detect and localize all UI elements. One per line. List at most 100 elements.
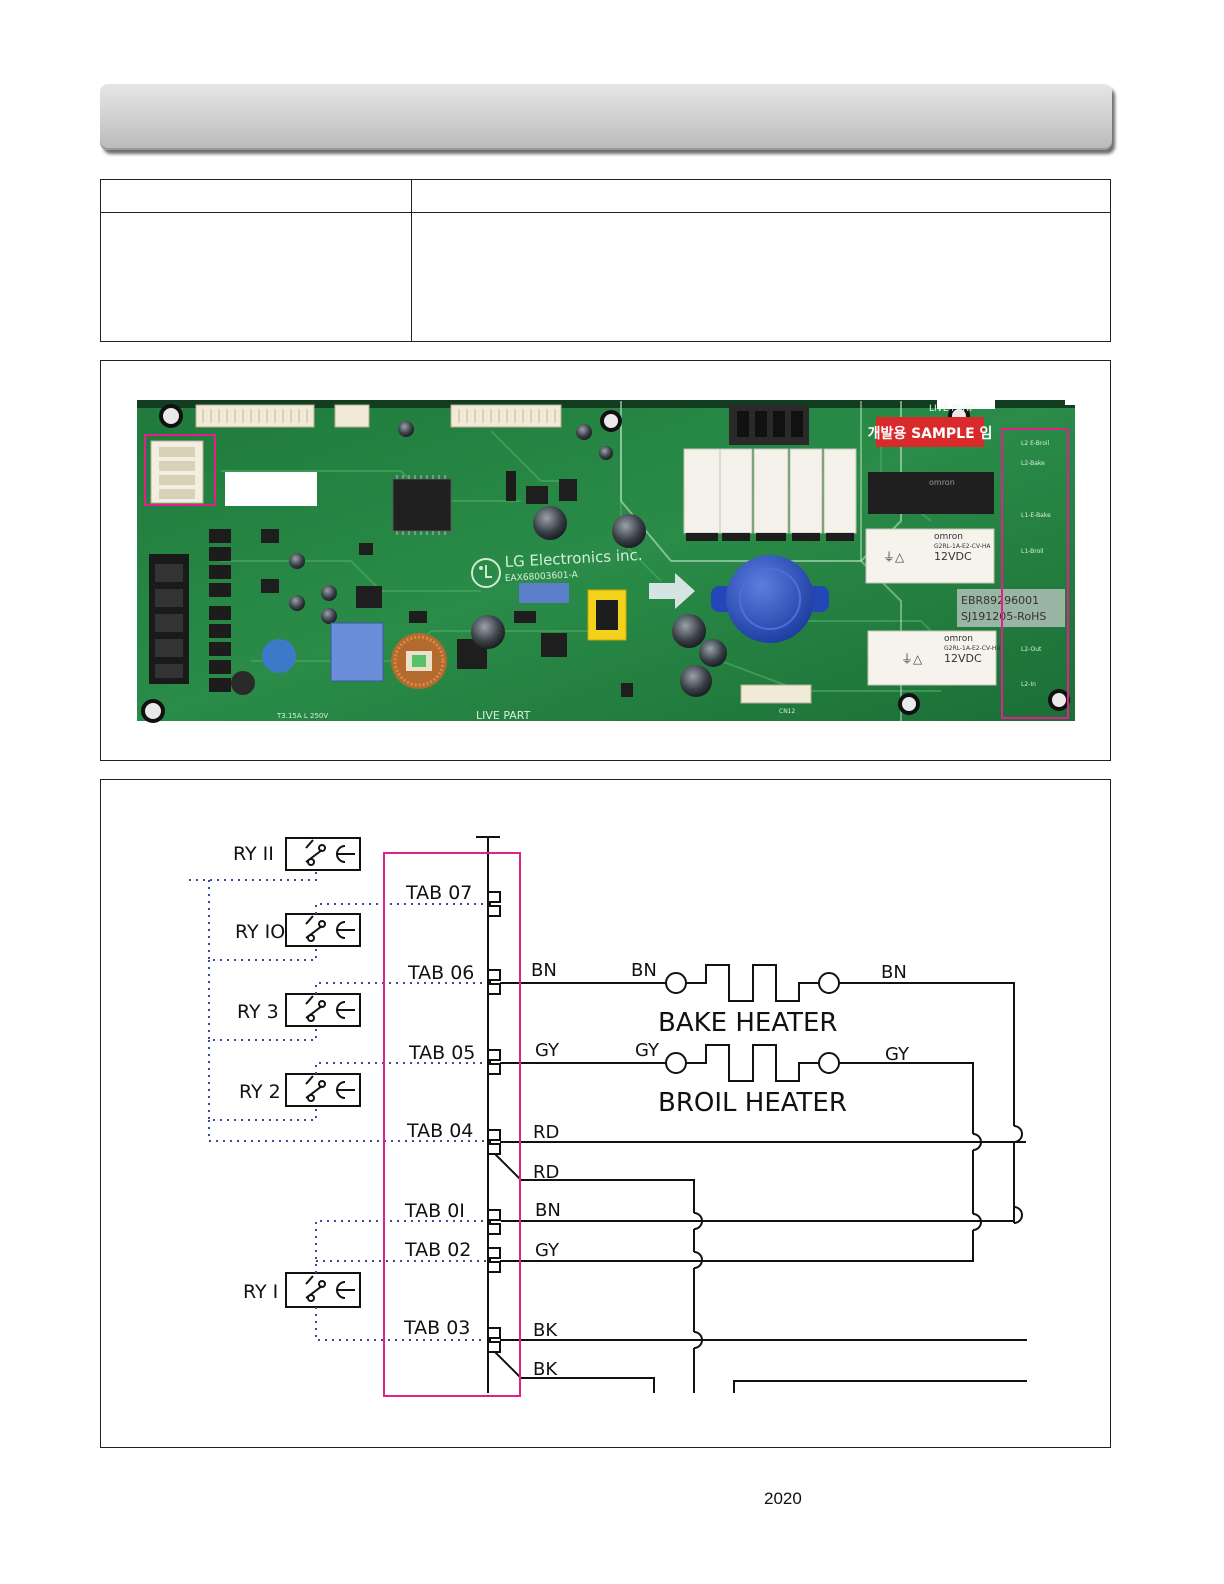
heater-terminal-icon (818, 972, 840, 994)
svg-text:G2RL-1A-E2-CV-HA: G2RL-1A-E2-CV-HA (934, 543, 991, 550)
mounting-hole-icon (600, 410, 622, 432)
table-cell-header-left (100, 179, 412, 213)
label-ry11: RY II (233, 843, 274, 865)
svg-text:L1-Broil: L1-Broil (1021, 548, 1044, 555)
label-broil-heater: BROIL HEATER (658, 1088, 847, 1118)
broil-heater-element (686, 1044, 819, 1082)
film-capacitor (519, 583, 569, 603)
svg-text:L2-Out: L2-Out (1021, 646, 1042, 653)
wire-label-gy: GY (535, 1040, 560, 1061)
capacitor-icon (672, 614, 706, 648)
svg-text:omron: omron (934, 532, 963, 542)
wire-label-bn: BN (881, 962, 907, 983)
wire-rd-jumper (494, 1153, 695, 1213)
svg-text:G2RL-1A-E2-CV-HA: G2RL-1A-E2-CV-HA (944, 645, 1001, 652)
bake-heater-element (686, 964, 819, 1002)
sample-sticker (876, 417, 984, 447)
label-ry3: RY 3 (237, 1001, 279, 1023)
connector-top-3 (450, 404, 562, 428)
svg-text:12VDC: 12VDC (944, 652, 982, 665)
section-header-bar (100, 84, 1112, 150)
heater-terminal-icon (665, 1052, 687, 1074)
connector-top-2 (334, 404, 370, 428)
relay-black-brand: omron (929, 478, 955, 487)
relay-ry11-symbol (285, 837, 361, 871)
heater-terminal-icon (818, 1052, 840, 1074)
relay-ry10-symbol (285, 913, 361, 947)
svg-text:⏚△: ⏚△ (901, 652, 923, 666)
wire-gy-tab02 (500, 1230, 974, 1262)
info-table (100, 179, 1111, 342)
mounting-hole-icon (1048, 689, 1070, 711)
table-cell-body-left (100, 212, 412, 342)
label-ry2: RY 2 (239, 1081, 281, 1103)
connector-bottom-label: CN12 (779, 708, 795, 715)
mounting-hole-icon (159, 404, 183, 428)
highlight-box-tab-terminals (1001, 428, 1069, 719)
wire-label-gy: GY (885, 1044, 910, 1065)
svg-text:L2 E-Broil: L2 E-Broil (1021, 440, 1050, 447)
label-tab03: TAB 03 (403, 1317, 470, 1339)
wire-label-bk: BK (533, 1320, 558, 1341)
label-tab05: TAB 05 (408, 1042, 475, 1064)
tab-connector-02 (488, 1247, 501, 1273)
wire-label-bn: BN (631, 960, 657, 981)
svg-text:⏚△: ⏚△ (883, 550, 905, 564)
x-capacitor (330, 622, 384, 682)
pcb-board-illustration: LG Electronics inc. EAX68003601-A (137, 397, 1077, 723)
label-tab06: TAB 06 (407, 962, 474, 984)
table-cell-body-right (411, 212, 1111, 342)
capacitor-icon (680, 665, 712, 697)
relay-black (868, 472, 994, 514)
wire-label-bn: BN (531, 960, 557, 981)
buzzer-icon (711, 555, 829, 643)
board-part-number: EAX68003601-A (505, 570, 579, 584)
label-ry1: RY I (243, 1281, 278, 1303)
microcontroller-chip (392, 478, 452, 532)
capacitor-icon (471, 615, 505, 649)
connector-top-1 (195, 404, 315, 428)
label-bake-heater: BAKE HEATER (658, 1008, 838, 1038)
svg-text:L2-Bake: L2-Bake (1021, 460, 1045, 467)
wire-label-gy: GY (535, 1240, 560, 1261)
wiring-diagram-frame: RY II RY IO RY 3 RY 2 RY I TAB 07 TAB 06… (100, 779, 1111, 1448)
lg-logo-icon (471, 558, 501, 588)
tab-connector-05 (488, 1049, 501, 1075)
label-tab01: TAB 0I (404, 1200, 465, 1222)
connector-bottom (740, 684, 812, 704)
arrow-icon (649, 573, 695, 609)
relay-ry3-symbol (285, 993, 361, 1027)
capacitor-icon (533, 506, 567, 540)
wire-label-rd: RD (533, 1122, 559, 1143)
svg-text:L2-In: L2-In (1021, 681, 1036, 688)
label-cover (225, 472, 317, 506)
varistor-icon (262, 639, 296, 673)
mounting-hole-icon (898, 693, 920, 715)
capacitor-icon (612, 514, 646, 548)
model-label (957, 589, 1065, 627)
svg-text:12VDC: 12VDC (934, 550, 972, 563)
tab-connector-01 (488, 1209, 501, 1235)
model-label-line1: EBR89296001 (961, 594, 1039, 607)
footer-year: 2020 (764, 1489, 802, 1508)
svg-text:L1-E-Bake: L1-E-Bake (1021, 512, 1051, 519)
label-tab02: TAB 02 (404, 1239, 471, 1261)
omron-relay-2: omron G2RL-1A-E2-CV-HA 12VDC ⏚△ (867, 630, 1001, 686)
relay-bank (683, 448, 857, 534)
tab-connector-07 (488, 891, 501, 917)
mounting-hole-icon (141, 699, 165, 723)
label-tab07: TAB 07 (405, 882, 472, 904)
capacitor-icon (699, 639, 727, 667)
pcb-photo-frame: LG Electronics inc. EAX68003601-A (100, 360, 1111, 761)
model-label-line2: SJ191205-RoHS (961, 610, 1046, 623)
omron-relay-1: omron G2RL-1A-E2-CV-HA 12VDC ⏚△ (865, 528, 995, 584)
highlight-box-left-connector (144, 434, 216, 506)
label-tab04: TAB 04 (406, 1120, 473, 1142)
live-part-bottom-text: LIVE PART (476, 709, 531, 722)
wire-label-rd: RD (533, 1162, 559, 1183)
relay-ry2-symbol (285, 1073, 361, 1107)
wire-label-bn: BN (535, 1200, 561, 1221)
tab-connector-04 (488, 1129, 501, 1155)
fuse-label: T3.15A L 250V (276, 712, 328, 720)
label-ry10: RY IO (235, 921, 285, 943)
